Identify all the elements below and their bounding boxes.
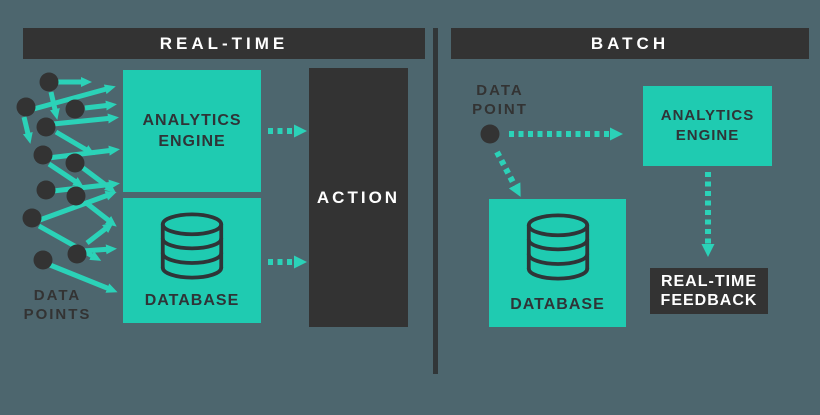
batch-data-point-dot xyxy=(480,124,500,144)
data-points-scatter-icon xyxy=(16,72,120,293)
realtime-database-label: DATABASE xyxy=(144,292,240,309)
realtime-database-box: DATABASE xyxy=(123,198,261,323)
data-point-label: DATA POINT xyxy=(472,82,528,118)
feedback-label-line2: FEEDBACK xyxy=(660,292,758,309)
realtime-analytics-engine-box: ANALYTICS ENGINE xyxy=(123,70,261,192)
realtime-feedback-box: REAL-TIME FEEDBACK xyxy=(650,268,768,314)
realtime-section-header: REAL-TIME xyxy=(23,28,425,59)
batch-database-label: DATABASE xyxy=(510,296,605,313)
database-icon xyxy=(526,213,589,281)
realtime-connector-arrows xyxy=(268,124,307,269)
data-points-label: DATA POINTS xyxy=(23,287,92,323)
action-box: ACTION xyxy=(309,68,408,327)
feedback-label-line1: REAL-TIME xyxy=(660,273,758,290)
batch-header-label: BATCH xyxy=(590,33,670,53)
batch-database-box: DATABASE xyxy=(489,199,626,327)
realtime-header-label: REAL-TIME xyxy=(159,33,289,53)
batch-analytics-engine-box: ANALYTICS ENGINE xyxy=(643,86,772,166)
action-label: ACTION xyxy=(316,187,401,207)
database-icon xyxy=(160,212,224,280)
batch-analytics-engine-label: ANALYTICS ENGINE xyxy=(660,107,755,144)
realtime-analytics-engine-label: ANALYTICS ENGINE xyxy=(142,112,242,150)
batch-section-header: BATCH xyxy=(451,28,809,59)
section-divider xyxy=(433,28,438,374)
